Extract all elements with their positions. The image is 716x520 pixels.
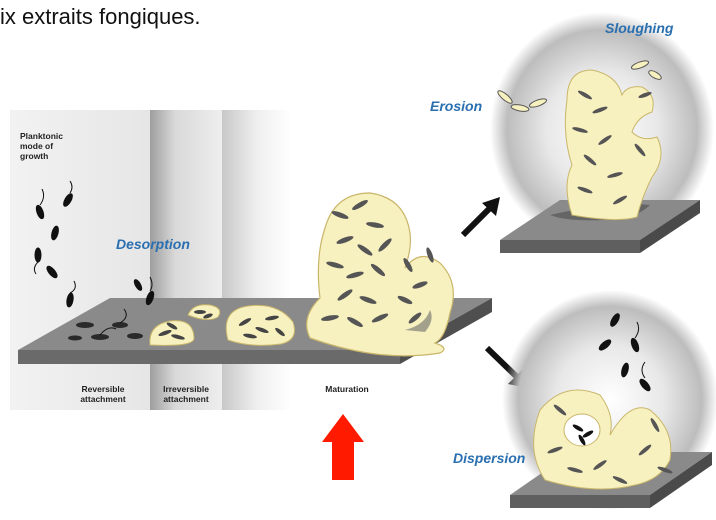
reversible-attachment-label: Reversible attachment: [68, 384, 138, 404]
irreversible-panel: [150, 110, 222, 410]
mature-biofilm: [307, 193, 454, 356]
planktonic-label: Planktonic mode of growth: [20, 132, 63, 161]
dispersion-label: Dispersion: [453, 450, 525, 466]
irreversible-attachment-label: Irreversible attachment: [150, 384, 222, 404]
erosion-arrow: [463, 197, 500, 235]
maturation-highlight-arrow: [322, 414, 364, 480]
reversible-label-line-2: attachment: [68, 394, 138, 404]
sloughing-panel: [490, 12, 714, 253]
sloughing-label: Sloughing: [605, 20, 673, 36]
reversible-label-line-1: Reversible: [68, 384, 138, 394]
irreversible-label-line-1: Irreversible: [150, 384, 222, 394]
erosion-label: Erosion: [430, 98, 482, 114]
maturation-label: Maturation: [312, 384, 382, 394]
desorption-label: Desorption: [116, 236, 190, 252]
maturation-panel: [222, 110, 292, 410]
planktonic-label-line-3: growth: [20, 152, 63, 162]
irreversible-label-line-2: attachment: [150, 394, 222, 404]
dispersion-panel: [502, 290, 716, 510]
